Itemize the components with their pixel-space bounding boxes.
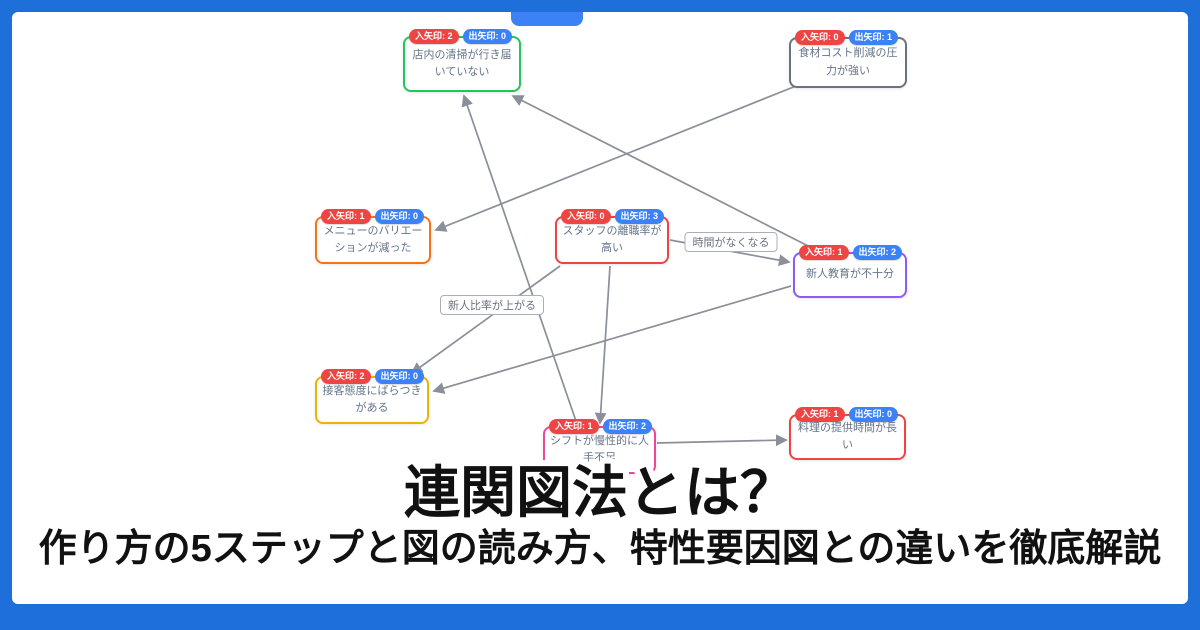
node-label: 店内の清掃が行き届いていない — [412, 48, 512, 78]
out-arrow-count-badge: 出矢印: 2 — [852, 245, 903, 261]
in-arrow-count-badge: 入矢印: 0 — [795, 30, 845, 46]
in-arrow-count-badge: 入矢印: 1 — [799, 245, 849, 261]
node-label: 食材コスト削減の圧力が強い — [798, 47, 898, 77]
node-label: 接客態度にばらつきがある — [322, 384, 422, 414]
in-arrow-count-badge: 入矢印: 1 — [549, 419, 599, 435]
in-arrow-count-badge: 入矢印: 1 — [321, 209, 371, 225]
node-label: 新人教育が不十分 — [806, 268, 894, 281]
node-label: スタッフの離職率が高い — [562, 224, 662, 254]
out-arrow-count-badge: 出矢印: 0 — [848, 407, 899, 423]
out-arrow-count-badge: 出矢印: 3 — [614, 209, 665, 225]
edge-label: 時間がなくなる — [684, 232, 778, 252]
node-label: シフトが慢性的に人手不足 — [550, 434, 649, 464]
out-arrow-count-badge: 出矢印: 1 — [848, 30, 899, 46]
in-arrow-count-badge: 入矢印: 2 — [409, 29, 459, 45]
partial-badge — [511, 12, 583, 26]
out-arrow-count-badge: 出矢印: 0 — [374, 369, 425, 385]
out-arrow-count-badge: 出矢印: 0 — [462, 29, 513, 45]
out-arrow-count-badge: 出矢印: 2 — [602, 419, 653, 435]
out-arrow-count-badge: 出矢印: 0 — [374, 209, 425, 225]
node-label: 料理の提供時間が長い — [798, 421, 897, 451]
in-arrow-count-badge: 入矢印: 0 — [561, 209, 611, 225]
in-arrow-count-badge: 入矢印: 2 — [321, 369, 371, 385]
edge-label: 新人比率が上がる — [440, 295, 544, 315]
in-arrow-count-badge: 入矢印: 1 — [795, 407, 845, 423]
node-label: メニューのバリエーションが減った — [323, 224, 423, 254]
